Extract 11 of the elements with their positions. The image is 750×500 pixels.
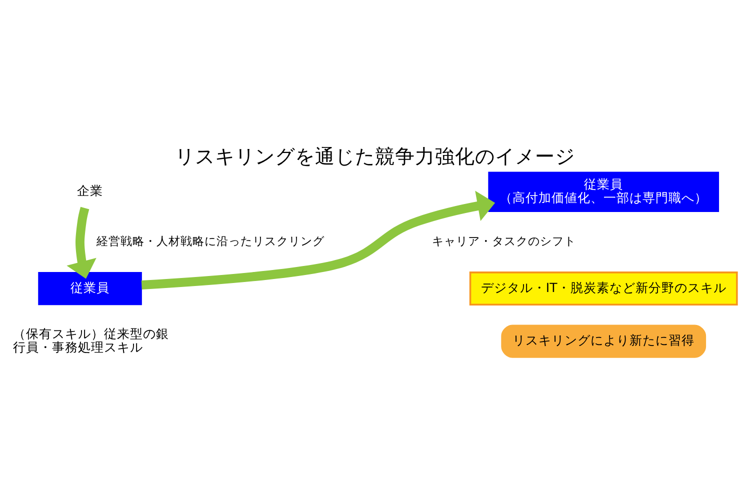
node-text: 企業 xyxy=(77,182,104,198)
node-box: 従業員 xyxy=(38,271,142,305)
node-box: リスキリングにより新たに習得 xyxy=(501,324,706,358)
arrow xyxy=(141,190,496,289)
node-label: （保有スキル）従来型の銀行員・事務処理スキル xyxy=(13,325,170,354)
edge-label: 経営戦略・人材戦略に沿ったリスクリング xyxy=(96,234,324,248)
diagram-title: リスキリングを通じた競争力強化のイメージ xyxy=(175,144,575,168)
edge-label: キャリア・タスクのシフト xyxy=(432,234,576,248)
arrow xyxy=(66,206,96,278)
node-box: デジタル・IT・脱炭素など新分野のスキル xyxy=(469,271,738,306)
node-box: 従業員 （高付加価値化、一部は専門職へ） xyxy=(488,171,720,212)
